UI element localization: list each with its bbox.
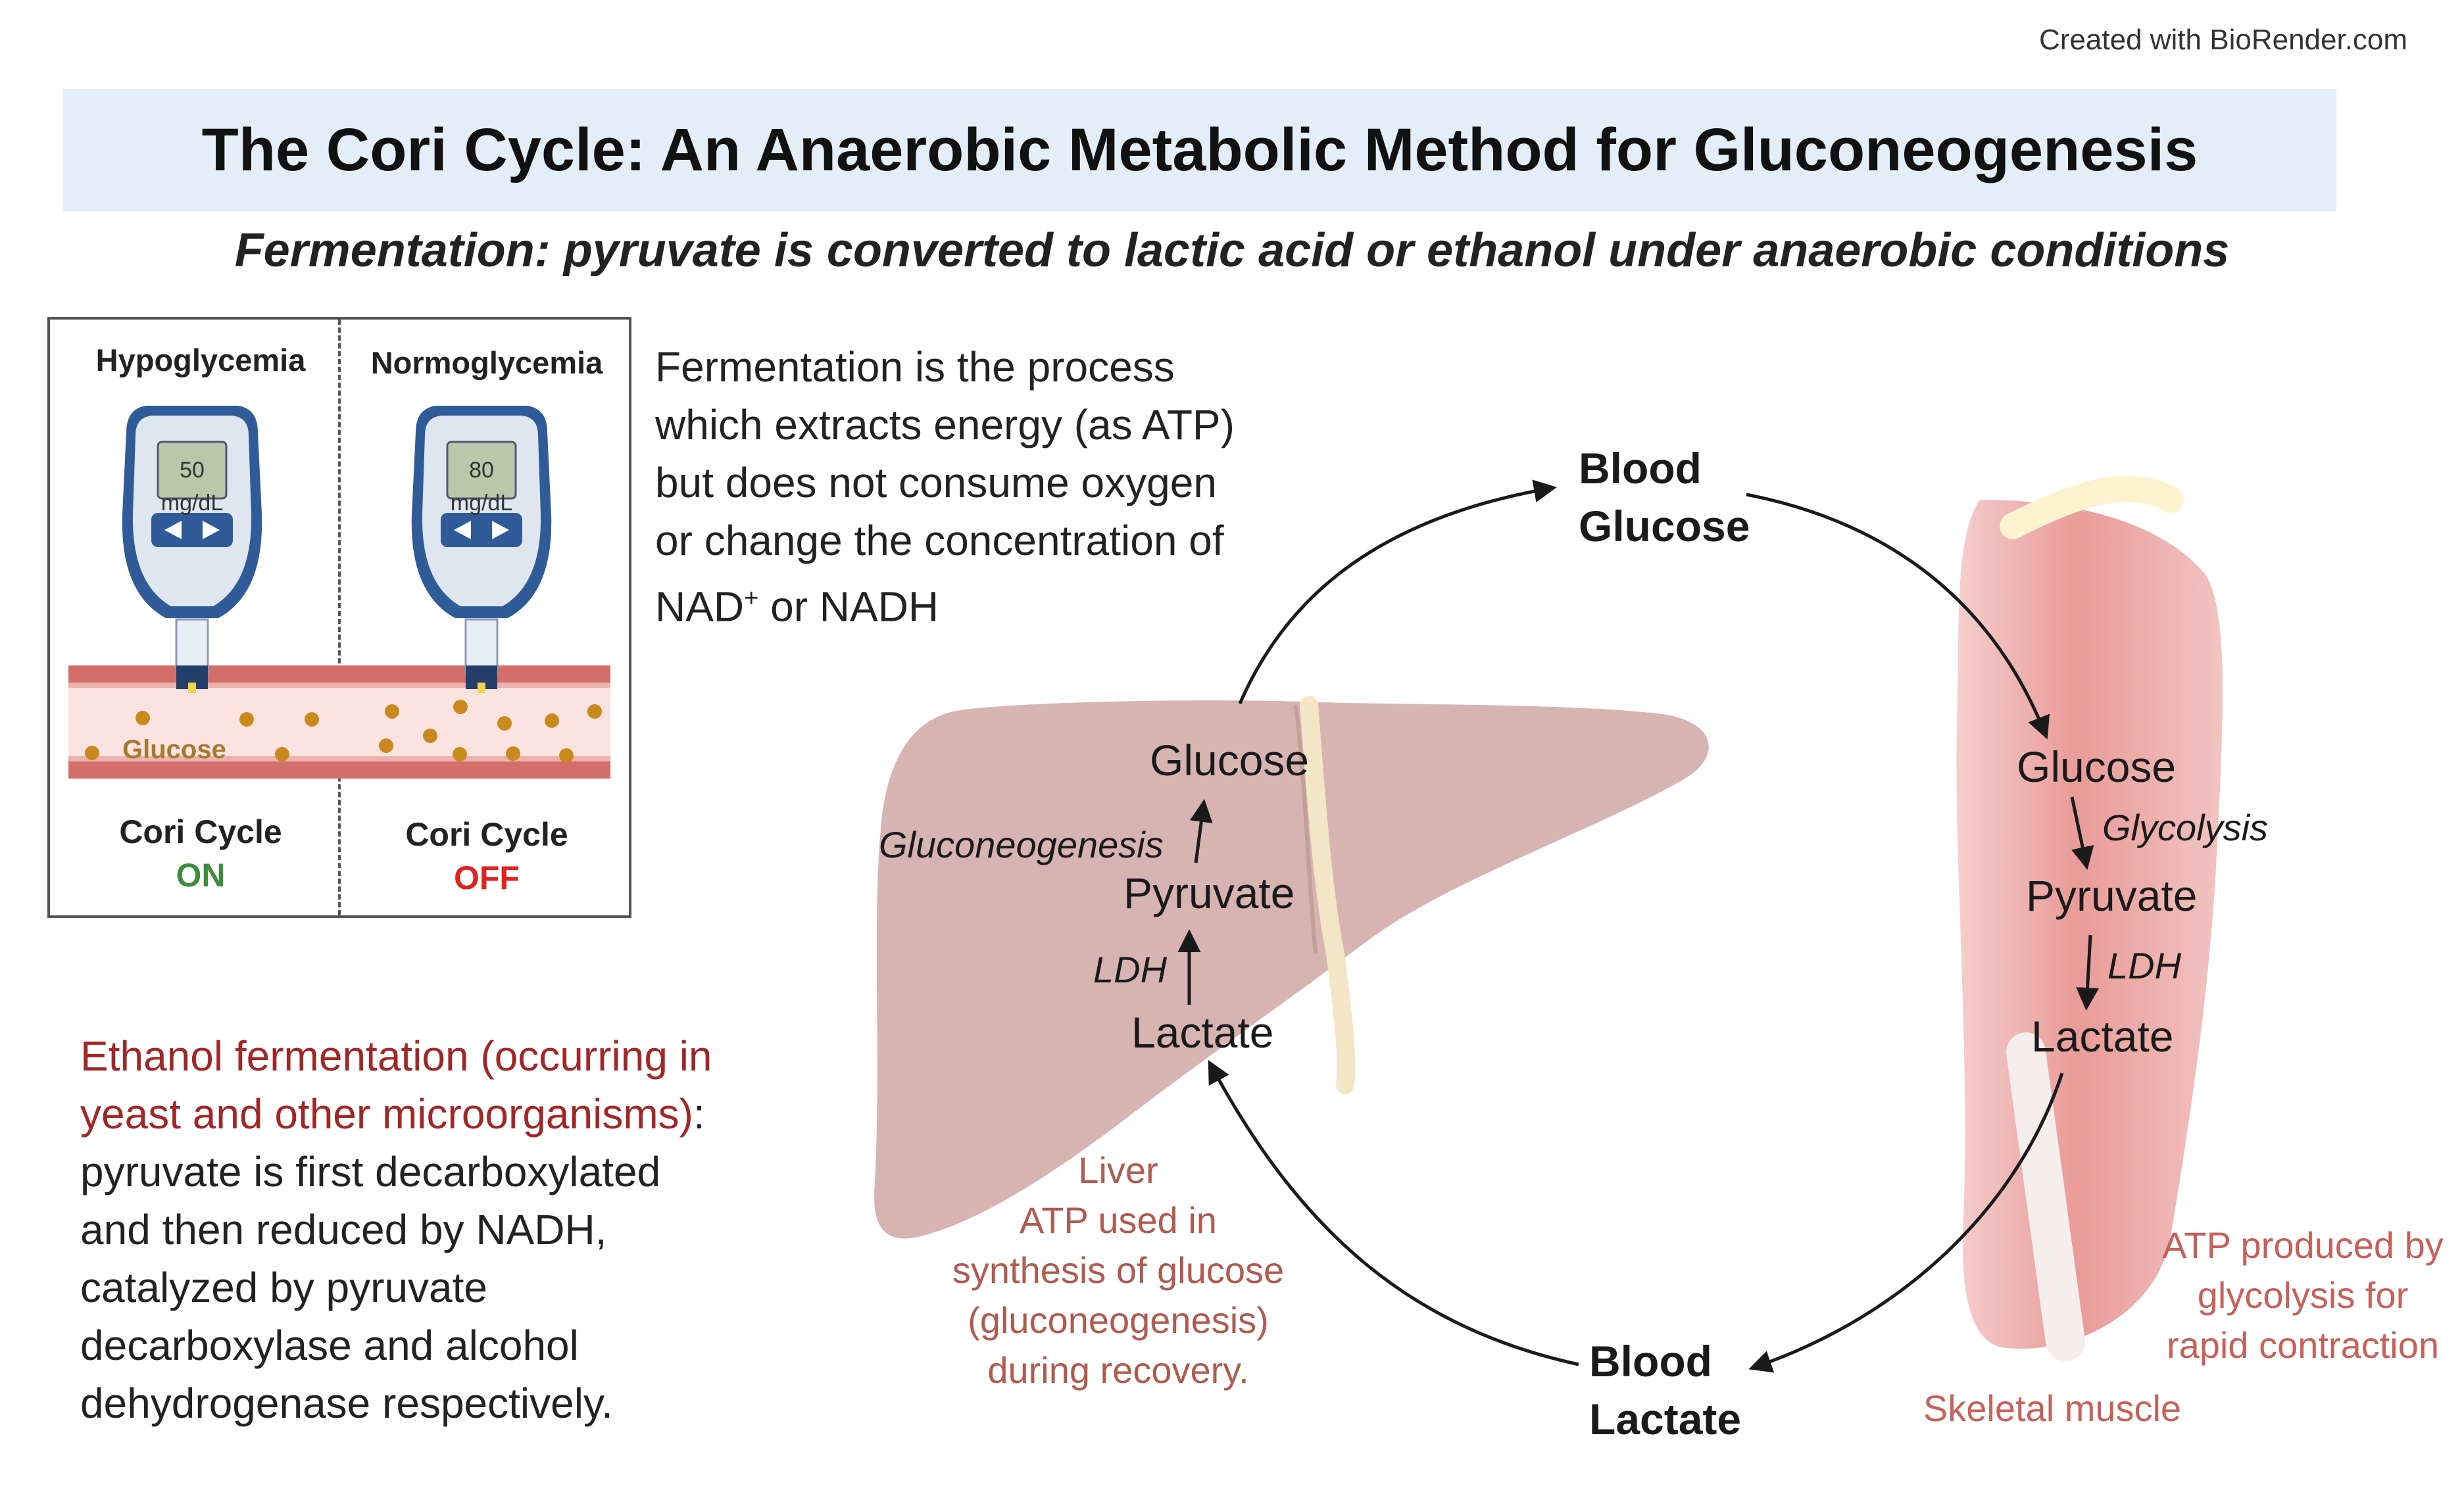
cori-cycle-on-badge: ON [176,857,226,894]
text-line: or change the concentration of [655,517,1224,564]
cori-cycle-off-badge: OFF [454,859,520,896]
glycolysis-label: Glycolysis [2102,807,2269,848]
hypoglycemia-header: Hypoglycemia [95,343,306,377]
text-line: but does not consume oxygen [655,459,1217,506]
liver-note-line: synthesis of glucose [952,1249,1285,1291]
ethanol-heading-line2: yeast and other microorganisms): [80,1085,843,1143]
vessel-glucose-label: Glucose [122,735,226,764]
reading-value: 50 [180,458,205,483]
ethanol-fermentation-description: Ethanol fermentation (occurring in yeast… [80,1027,843,1432]
muscle-note-line: ATP produced by [2162,1224,2444,1266]
title-band [63,89,2336,211]
arrow-pyruvate-to-lactate [2076,934,2100,1011]
glucometer-right-reading: 80 mg/dL [447,454,516,519]
text-line: pyruvate is first decarboxylated [80,1148,661,1195]
arrow-muscle-to-blood-lactate [1748,1072,2064,1373]
arrow-liver-to-blood-glucose [1238,479,1557,704]
reading-unit: mg/dL [160,491,224,516]
blood-glucose-line2: Glucose [1579,502,1750,550]
liver-lactate-label: Lactate [1131,1008,1274,1057]
muscle-note-line: glycolysis for [2197,1274,2409,1316]
gluconeogenesis-label: Gluconeogenesis [879,824,1164,865]
arrow-blood-glucose-to-muscle [1746,493,2050,740]
text-line: dehydrogenase respectively. [80,1380,613,1427]
skeletal-muscle-label: Skeletal muscle [1923,1387,2182,1429]
text-line: which extracts energy (as ATP) [655,401,1235,448]
blood-glucose-label: Blood Glucose [1579,439,1750,555]
ethanol-heading-text: yeast and other microorganisms) [80,1090,693,1138]
text-line: Fermentation is the process [655,343,1175,391]
arrow-glucose-to-pyruvate [2070,796,2094,870]
panel-divider [338,320,341,915]
muscle-glucose-label: Glucose [2017,742,2177,791]
nadh-text: or NADH [758,583,939,631]
glucometer-right [411,406,552,693]
arrow-pyruvate-to-glucose [1189,799,1213,863]
ethanol-heading-line1: Ethanol fermentation (occurring in [80,1032,712,1080]
glucometer-left [122,406,262,693]
liver-pyruvate-label: Pyruvate [1123,869,1295,917]
glucometer-illustration [68,406,610,779]
cori-cycle-right-label: Cori Cycle [405,816,568,853]
text-line: catalyzed by pyruvate [80,1264,487,1311]
liver-note-line: (gluconeogenesis) [968,1299,1269,1341]
text-line: decarboxylase and alcohol [80,1322,579,1369]
nad-superscript: + [744,585,759,612]
text-line: NAD+ or NADH [655,569,1379,635]
reading-value: 80 [469,458,494,483]
page-title: The Cori Cycle: An Anaerobic Metabolic M… [201,116,2198,183]
arrow-blood-lactate-to-liver [1208,1059,1579,1366]
liver-ldh-label: LDH [1093,949,1168,990]
muscle-lactate-label: Lactate [2031,1012,2174,1061]
muscle-note-line: rapid contraction [2166,1324,2439,1366]
colon: : [693,1090,705,1138]
liver-illustration [874,696,1709,1239]
liver-note-line: during recovery. [987,1349,1249,1391]
blood-vessel [68,665,610,779]
glucometer-left-reading: 50 mg/dL [158,454,226,519]
liver-note: Liver ATP used in synthesis of glucose (… [908,1145,1329,1395]
liver-glucose-label: Glucose [1150,736,1310,784]
glucose-dots-right [379,700,602,763]
cori-cycle-left-label: Cori Cycle [119,813,282,850]
glucose-dots-left [85,711,319,761]
blood-glucose-line1: Blood [1579,444,1702,493]
skeletal-muscle-illustration [1956,475,2223,1361]
reading-unit: mg/dL [450,491,513,516]
blood-lactate-line1: Blood [1589,1337,1712,1386]
text-line: and then reduced by NADH, [80,1206,607,1253]
muscle-ldh-label: LDH [2107,945,2182,986]
blood-lactate-label: Blood Lactate [1589,1332,1741,1448]
muscle-atp-note: ATP produced by glycolysis for rapid con… [2148,1220,2457,1370]
normoglycemia-header: Normoglycemia [370,345,603,380]
glucometer-panel [47,317,631,918]
fermentation-description: Fermentation is the process which extrac… [655,338,1379,635]
biorender-credit: Created with BioRender.com [2039,24,2408,56]
blood-lactate-line2: Lactate [1589,1395,1742,1443]
nad-text: NAD [655,583,745,631]
liver-title: Liver [1078,1149,1158,1191]
page-subtitle: Fermentation: pyruvate is converted to l… [234,224,2230,277]
liver-note-line: ATP used in [1020,1199,1217,1241]
muscle-pyruvate-label: Pyruvate [2026,871,2198,920]
